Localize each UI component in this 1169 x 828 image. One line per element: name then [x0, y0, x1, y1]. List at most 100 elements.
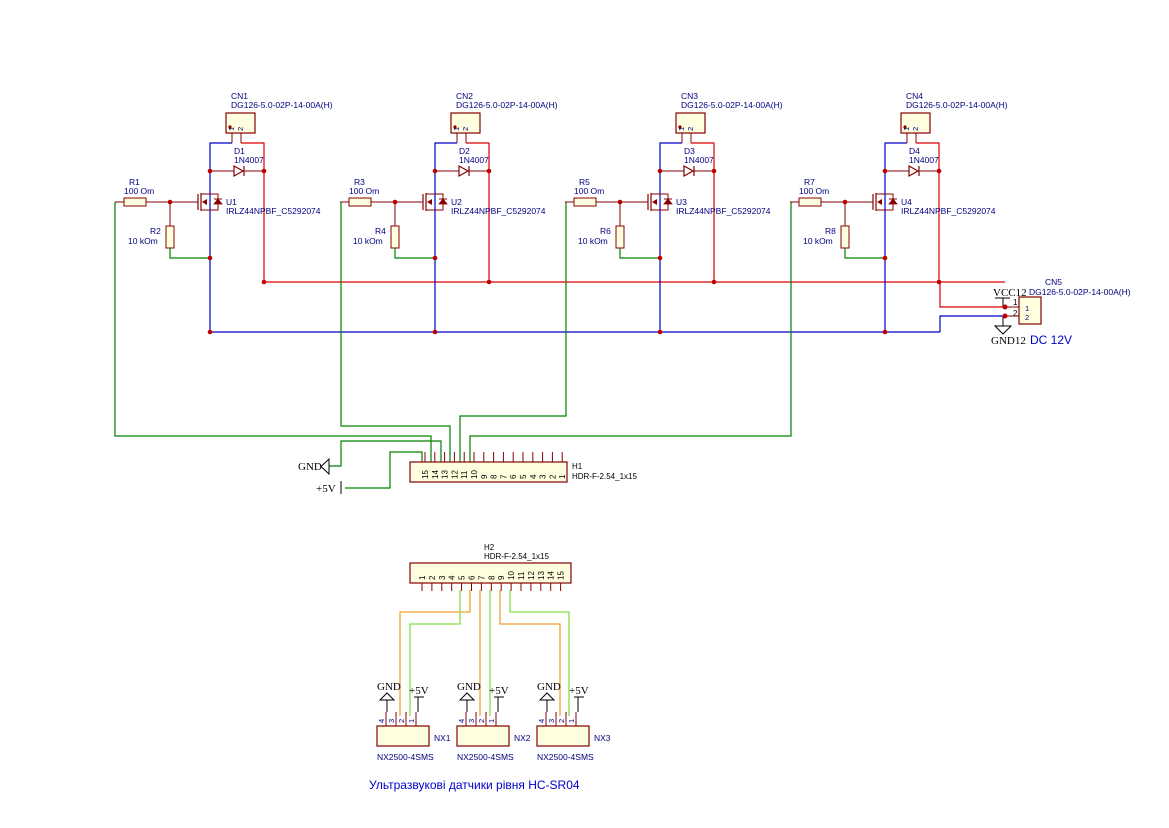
sensor-wires: [399, 590, 570, 716]
cn2-pin-1: 1: [452, 127, 461, 131]
h1-pin-label: 10: [470, 470, 479, 479]
h1-pin-label: 12: [450, 470, 459, 479]
cn3-pin-1: 1: [677, 127, 686, 131]
nx-pin-label: 2: [477, 719, 486, 723]
cn4-pin1-mark: [903, 125, 907, 129]
nx-gnd-label: GND: [537, 681, 561, 693]
cn3-pin-2: 2: [686, 127, 695, 131]
h2-pin-label: 12: [527, 571, 536, 580]
h1-pin-label: 5: [519, 474, 528, 479]
connector-cn5: 1 2 1 2 CN5 DG126-5.0-02P-14-00A(H) VCC1…: [991, 277, 1131, 347]
junction-d-a-2: [432, 168, 438, 174]
cn2-value: DG126-5.0-02P-14-00A(H): [456, 100, 558, 110]
nx-pin-label: 1: [407, 719, 416, 723]
h2-pin-label: 2: [428, 575, 437, 580]
h2-pin-label: 1: [418, 575, 427, 580]
u1-value: IRLZ44NPBF_C5292074: [226, 206, 321, 216]
h1-pin-label: 13: [441, 470, 450, 479]
nx-pin-label: 3: [387, 719, 396, 723]
vcc12-label: VCC12: [993, 287, 1027, 299]
h1-gnd-label: GND: [298, 461, 322, 473]
d1-ref: D1: [234, 146, 245, 156]
rg-body-1: [123, 197, 147, 207]
cn2-ref: CN2: [456, 91, 473, 101]
rail-gnd12: [210, 315, 1005, 333]
junction-d-k-2: [486, 168, 492, 174]
diode-body-2: [458, 164, 470, 178]
gnd12-label: GND12: [991, 335, 1026, 347]
u4-value: IRLZ44NPBF_C5292074: [901, 206, 996, 216]
h1-ref: H1: [572, 462, 583, 471]
nx-pin-label: 1: [487, 719, 496, 723]
q-arrow-1: [202, 199, 207, 205]
junction-d-a-3: [657, 168, 663, 174]
h2-pin-label: 3: [438, 575, 447, 580]
rp-wire-4: [844, 248, 885, 259]
h2-pin-label: 9: [497, 575, 506, 580]
h2-pin-label: 10: [507, 571, 516, 580]
rg2-ref: R3: [354, 177, 365, 187]
q-arrow-3: [652, 199, 657, 205]
nx-pin-label: 4: [537, 719, 546, 723]
rg2-value: 100 Om: [349, 186, 379, 196]
rg4-ref: R7: [804, 177, 815, 187]
cn3-value: DG126-5.0-02P-14-00A(H): [681, 100, 783, 110]
h1-pin-label: 1: [558, 474, 567, 479]
rp3-ref: R6: [600, 226, 611, 236]
h2-pin-label: 8: [487, 575, 496, 580]
u4-ref: U4: [901, 197, 912, 207]
junction-gnd-2: [432, 329, 438, 335]
drain-wire-4: [884, 142, 907, 332]
nx-pin-label: 1: [567, 719, 576, 723]
cn5-pin-2: 2: [1025, 313, 1029, 322]
h1-plus5v-label: +5V: [316, 483, 336, 495]
drain-wire-2: [434, 142, 457, 332]
nx-pin-label: 4: [377, 719, 386, 723]
u1-ref: U1: [226, 197, 237, 207]
junction-source-3: [657, 255, 663, 261]
nx-value: NX2500-4SMS: [537, 752, 594, 762]
nx-pin-label: 3: [547, 719, 556, 723]
rp2-ref: R4: [375, 226, 386, 236]
junction-d-k-4: [936, 168, 942, 174]
h2-pin-label: 15: [557, 571, 566, 580]
h2-pin-label: 6: [468, 575, 477, 580]
junction-d-a-4: [882, 168, 888, 174]
d1-value: 1N4007: [234, 155, 264, 165]
nx-ref: NX1: [434, 733, 451, 743]
cn4-pin-2: 2: [911, 127, 920, 131]
rg1-ref: R1: [129, 177, 140, 187]
u2-ref: U2: [451, 197, 462, 207]
rg3-ref: R5: [579, 177, 590, 187]
h1-pin-label: 6: [509, 474, 518, 479]
nx-plus5v-label: +5V: [409, 685, 429, 697]
cn5-ref: CN5: [1045, 277, 1062, 287]
junction-d-k-1: [261, 168, 267, 174]
rp-wire-2: [394, 248, 435, 259]
h1-pin-label: 8: [490, 474, 499, 479]
h1-pin-label: 4: [529, 474, 538, 479]
h2-pin-label: 13: [537, 571, 546, 580]
nx-body: [376, 725, 430, 747]
cn5-outer-pin-1: 1: [1013, 298, 1018, 307]
diode-body-3: [683, 164, 695, 178]
q-arrow-4: [877, 199, 882, 205]
sensors-caption: Ультразвукові датчики рівня HC-SR04: [369, 778, 580, 792]
h1-pin-label: 3: [539, 474, 548, 479]
nx-pin-label: 2: [557, 719, 566, 723]
rp2-value: 10 kOm: [353, 236, 383, 246]
junction-source-2: [432, 255, 438, 261]
h2-pin-label: 14: [547, 571, 556, 580]
q-body-diode-1: [213, 198, 223, 205]
h1-pin-label: 11: [460, 470, 469, 479]
nx-pin-label: 2: [397, 719, 406, 723]
rp4-value: 10 kOm: [803, 236, 833, 246]
rp-wire-1: [169, 248, 210, 259]
cn2-pin1-mark: [453, 125, 457, 129]
nx-body: [536, 725, 590, 747]
nx-plus5v-label: +5V: [489, 685, 509, 697]
diode-body-4: [908, 164, 920, 178]
